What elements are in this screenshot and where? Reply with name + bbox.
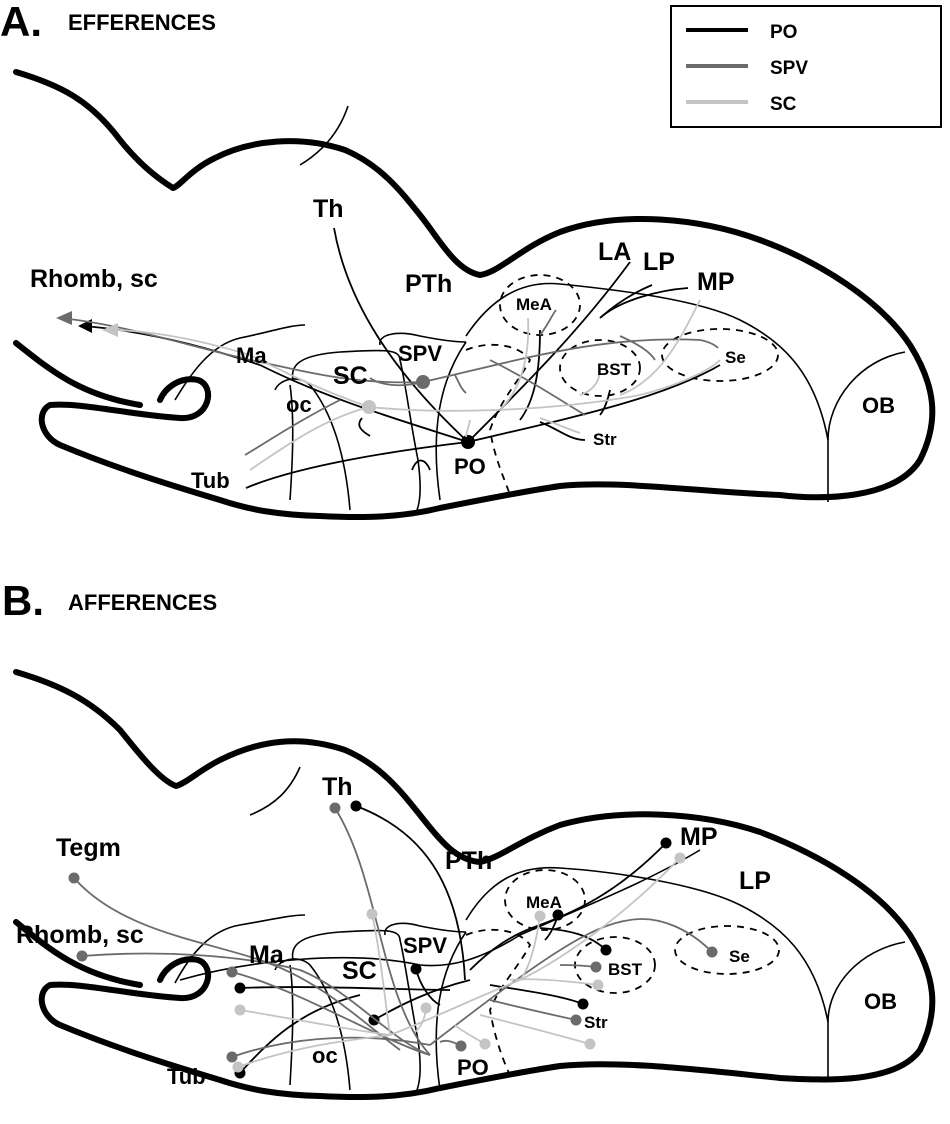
spv-input-po <box>455 1040 467 1052</box>
label-sc-a: SC <box>333 362 368 390</box>
legend-label-sc: SC <box>770 94 797 115</box>
po-input-mea <box>552 909 564 921</box>
sc-input-spv <box>420 1002 432 1014</box>
sc-input-str <box>584 1038 596 1050</box>
sc-input-th <box>366 908 378 920</box>
panel-a: A. EFFERENCES PO SPV SC <box>0 0 942 521</box>
panel-b-title: AFFERENCES <box>68 590 217 615</box>
spv-input-th <box>329 802 341 814</box>
po-input-ma <box>234 982 246 994</box>
label-mea-a: MeA <box>516 295 552 314</box>
panel-b-letter: B. <box>2 577 44 624</box>
panel-a-title: EFFERENCES <box>68 10 216 35</box>
sc-soma-a <box>362 400 376 414</box>
legend-label-spv: SPV <box>770 58 808 79</box>
label-th-a: Th <box>313 195 344 223</box>
brain-outline-b <box>13 669 936 1101</box>
po-soma-a <box>461 435 475 449</box>
arrowhead-spv <box>56 311 72 325</box>
label-lp-a: LP <box>643 248 675 276</box>
sc-input-tub <box>232 1061 244 1073</box>
label-ob-a: OB <box>862 393 895 418</box>
label-tegm-b: Tegm <box>56 834 121 862</box>
label-tub-a: Tub <box>191 468 230 493</box>
sc-afferent-paths <box>232 852 686 1073</box>
sc-input-bst <box>592 979 604 991</box>
brain-outline-a <box>13 69 936 521</box>
po-afferent-paths <box>234 800 672 1079</box>
label-rhomb-a: Rhomb, sc <box>30 265 158 293</box>
po-input-str <box>577 998 589 1010</box>
label-se-b: Se <box>729 947 750 966</box>
sc-efferent-paths <box>102 299 721 471</box>
po-input-bst <box>600 944 612 956</box>
panel-b: B. AFFERENCES <box>2 577 936 1101</box>
label-po-a: PO <box>454 454 486 479</box>
label-rhomb-b: Rhomb, sc <box>16 921 144 949</box>
sc-input-mp <box>674 852 686 864</box>
spv-input-ma <box>226 966 238 978</box>
spv-soma-a <box>416 375 430 389</box>
label-la-a: LA <box>598 238 631 266</box>
arrowhead-sc <box>102 323 118 337</box>
spv-input-bst <box>590 961 602 973</box>
label-lp-b: LP <box>739 867 771 895</box>
label-bst-a: BST <box>597 360 632 379</box>
sc-input-ma <box>234 1004 246 1016</box>
spv-input-tub <box>226 1051 238 1063</box>
label-oc-a: oc <box>286 392 312 417</box>
label-tub-b: Tub <box>167 1064 206 1089</box>
label-se-a: Se <box>725 348 746 367</box>
po-input-th <box>350 800 362 812</box>
spv-input-rhomb <box>76 950 88 962</box>
label-po-b: PO <box>457 1055 489 1080</box>
label-ma-b: Ma <box>249 941 285 969</box>
label-str-a: Str <box>593 430 617 449</box>
spv-input-str <box>570 1014 582 1026</box>
po-input-mp <box>660 837 672 849</box>
label-pth-b: PTh <box>445 847 492 875</box>
panel-a-letter: A. <box>0 0 42 45</box>
label-str-b: Str <box>584 1013 608 1032</box>
label-ma-a: Ma <box>236 343 267 368</box>
label-oc-b: oc <box>312 1043 338 1068</box>
label-pth-a: PTh <box>405 270 452 298</box>
spv-input-tegm <box>68 872 80 884</box>
legend: PO SPV SC <box>670 5 942 128</box>
legend-label-po: PO <box>770 22 797 43</box>
label-th-b: Th <box>322 773 353 801</box>
label-mp-a: MP <box>697 268 735 296</box>
sc-input-po <box>479 1038 491 1050</box>
spv-efferent-paths <box>56 309 719 456</box>
label-spv-b: SPV <box>403 933 447 958</box>
region-boundaries-a <box>174 274 779 516</box>
label-sc-b: SC <box>342 957 377 985</box>
sc-input-mea <box>534 910 546 922</box>
label-spv-a: SPV <box>398 341 442 366</box>
label-mp-b: MP <box>680 823 718 851</box>
label-ob-b: OB <box>864 989 897 1014</box>
spv-input-se <box>706 946 718 958</box>
po-input-spv <box>410 963 422 975</box>
label-mea-b: MeA <box>526 893 562 912</box>
label-bst-b: BST <box>608 960 643 979</box>
labels-b: Tegm Rhomb, sc Th PTh MP LP MeA Ma SPV S… <box>16 773 897 1089</box>
labels-a: Rhomb, sc Th PTh LA LP MP MeA Ma SPV SC … <box>30 195 895 493</box>
